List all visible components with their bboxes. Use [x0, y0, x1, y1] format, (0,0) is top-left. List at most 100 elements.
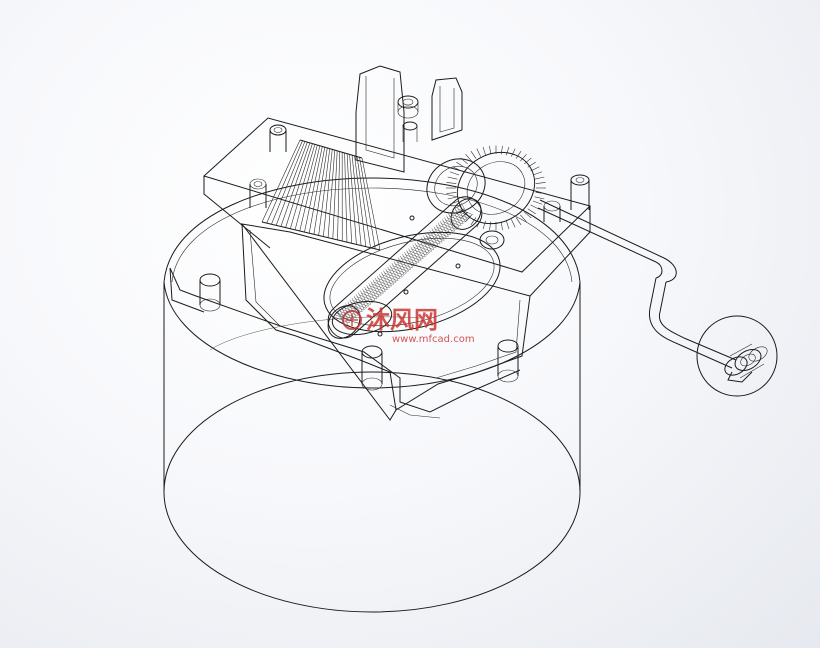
wire-line	[465, 214, 472, 222]
wire-line	[290, 144, 316, 229]
screw-top-right	[543, 174, 590, 222]
wire-line	[455, 210, 472, 217]
wire-line	[524, 157, 532, 165]
wire-line	[409, 250, 425, 258]
wire-line	[346, 153, 352, 244]
wire-line	[465, 154, 472, 162]
wire-line	[432, 230, 449, 237]
wire-line	[280, 142, 311, 227]
wire-line	[421, 239, 438, 247]
wire-line	[520, 154, 527, 162]
wire-line	[449, 200, 460, 205]
wire-line	[447, 196, 458, 200]
wire-line	[506, 220, 510, 230]
wire-line	[348, 303, 365, 311]
wire-line	[413, 247, 430, 254]
wire-line	[392, 265, 409, 272]
wire-line	[337, 151, 340, 240]
comb-teeth	[261, 139, 381, 251]
wire-line	[275, 142, 308, 226]
wire-line	[446, 182, 457, 184]
crank-knob	[724, 343, 768, 383]
upright-brackets	[355, 65, 463, 173]
wire-line	[489, 221, 492, 231]
cylindrical-housing	[163, 177, 581, 613]
pin-cylinder	[323, 196, 501, 339]
wire-line	[535, 192, 546, 194]
wire-line	[390, 267, 407, 274]
wire-line	[476, 148, 481, 157]
wire-line	[381, 274, 398, 281]
wire-line	[299, 145, 321, 232]
wire-line	[332, 150, 338, 239]
wire-line	[360, 292, 377, 300]
wire-line	[515, 217, 522, 225]
wire-line	[266, 140, 303, 224]
wire-line	[261, 221, 381, 251]
post-right	[497, 339, 519, 383]
watermark-brand: 沐风网	[366, 306, 438, 334]
wire-line	[369, 285, 386, 292]
wire-line	[333, 316, 350, 324]
wire-line	[373, 281, 390, 289]
wire-line	[535, 182, 546, 184]
wire-line	[362, 290, 379, 298]
wire-line	[534, 176, 545, 180]
wire-line	[476, 219, 481, 228]
wire-line	[398, 259, 415, 267]
wire-line	[417, 243, 434, 250]
wire-line	[400, 257, 417, 265]
post-left	[199, 273, 221, 312]
wire-line	[460, 211, 468, 219]
wire-line	[358, 294, 375, 302]
wire-line	[344, 152, 348, 243]
wire-line	[379, 276, 396, 283]
wire-line	[527, 161, 536, 168]
wire-line	[457, 208, 474, 216]
screw-top-left	[249, 124, 287, 208]
wire-line	[375, 279, 392, 287]
wire-line	[339, 311, 356, 318]
wire-line	[447, 176, 458, 180]
wire-line	[361, 157, 381, 251]
wire-line	[261, 139, 301, 223]
wire-line	[341, 309, 358, 316]
wire-line	[415, 245, 432, 252]
wire-line	[354, 155, 367, 247]
wire-line	[365, 289, 381, 296]
wire-line	[388, 268, 404, 276]
wire-line	[470, 151, 477, 159]
wire-line	[430, 232, 446, 239]
wire-line	[534, 196, 545, 200]
wire-line	[449, 171, 460, 176]
wire-line	[453, 212, 470, 219]
bracket-screw	[397, 95, 419, 142]
wire-line	[470, 217, 477, 225]
wire-line	[346, 305, 362, 313]
wire-line	[482, 220, 486, 230]
crank-knob-detail-circle	[696, 315, 778, 397]
wire-line	[371, 283, 388, 291]
wire-line	[446, 192, 457, 194]
wire-line	[285, 143, 313, 228]
hand-crank	[537, 199, 737, 369]
wire-line	[452, 166, 462, 172]
wire-line	[444, 219, 461, 227]
wire-line	[527, 208, 536, 215]
watermark-logo-icon	[342, 310, 362, 330]
wire-line	[352, 300, 369, 307]
wire-line	[530, 204, 540, 210]
wire-line	[515, 151, 522, 159]
wire-line	[367, 287, 383, 294]
wire-line	[419, 241, 436, 248]
wire-line	[404, 254, 421, 261]
wire-line	[428, 234, 444, 241]
wire-line	[323, 149, 333, 237]
wire-line	[294, 144, 318, 230]
wire-line	[308, 147, 326, 234]
wire-line	[351, 155, 362, 246]
wire-line	[271, 141, 306, 225]
wire-line	[524, 211, 532, 219]
